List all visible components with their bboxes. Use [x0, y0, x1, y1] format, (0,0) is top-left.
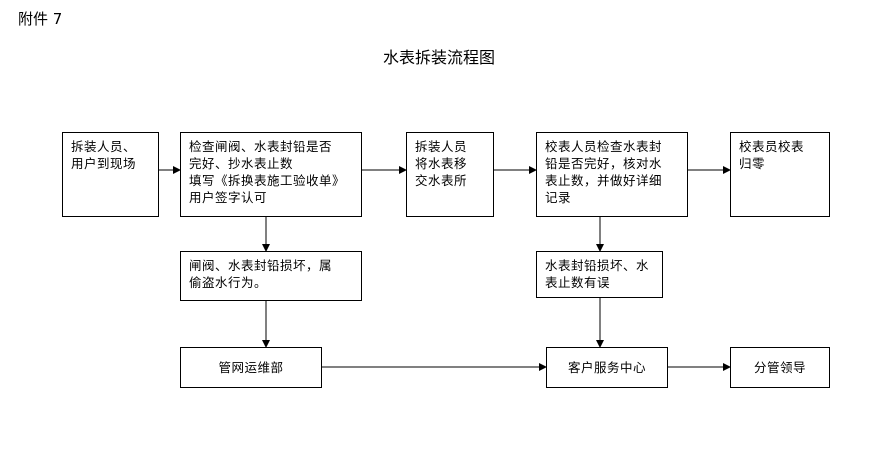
box-check-seal: 校表人员检查水表封 铅是否完好，核对水 表止数，并做好详细 记录 [536, 132, 688, 217]
box-seal-damaged: 水表封铅损坏、水 表止数有误 [536, 251, 663, 298]
attachment-label: 附件 7 [18, 10, 63, 28]
box-calibrate-zero: 校表员校表 归零 [730, 132, 830, 217]
box-customer-service: 客户服务中心 [546, 347, 668, 388]
box-inspect-valve: 检查闸阀、水表封铅是否 完好、抄水表止数 填写《拆换表施工验收单》 用户签字认可 [180, 132, 362, 217]
box-theft-behavior: 闸阀、水表封铅损坏，属 偷盗水行为。 [180, 251, 362, 301]
diagram-title: 水表拆装流程图 [382, 48, 495, 67]
box-network-ops: 管网运维部 [180, 347, 322, 388]
box-leadership: 分管领导 [730, 347, 830, 388]
box-transfer-meter: 拆装人员 将水表移 交水表所 [406, 132, 494, 217]
box-staff-arrive: 拆装人员、 用户到现场 [62, 132, 159, 217]
